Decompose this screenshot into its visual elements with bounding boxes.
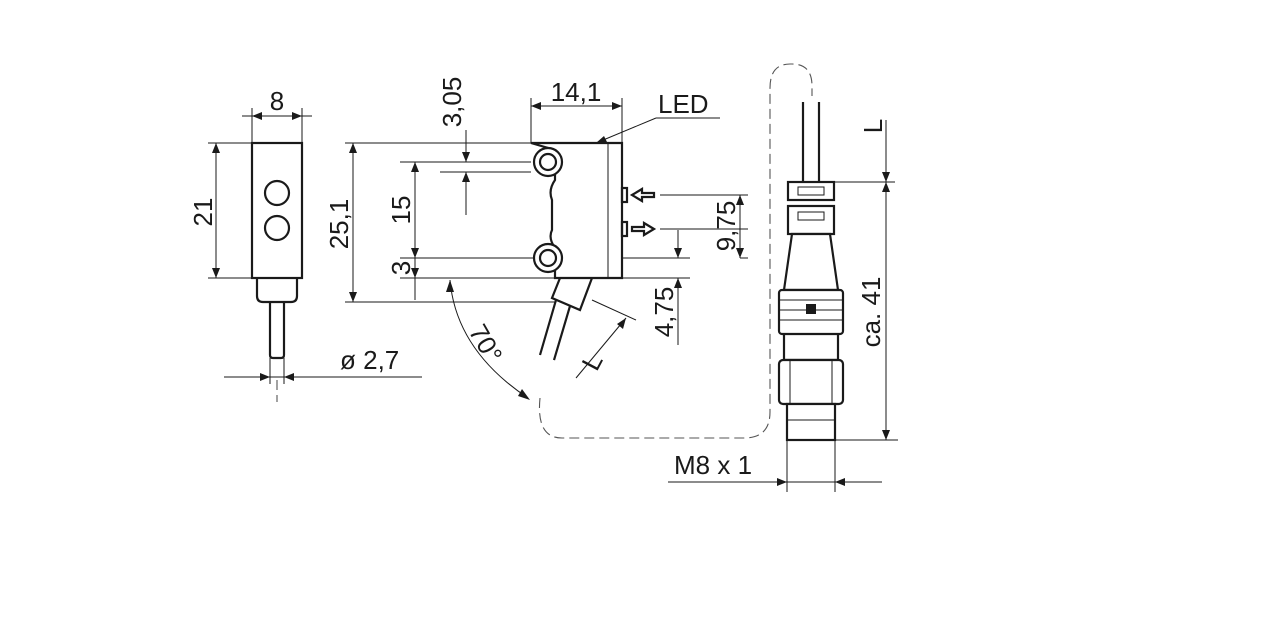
connector-marker xyxy=(806,304,816,314)
front-view: 8 21 ø 2,7 xyxy=(188,86,422,402)
dim-connector-length-41: ca. 41 xyxy=(856,277,886,348)
dim-thread-m8: M8 x 1 xyxy=(674,450,752,480)
dim-angle-70: 70° xyxy=(463,319,509,368)
dim-width-14-1: 14,1 xyxy=(551,77,602,107)
angle-arc-70 xyxy=(449,279,529,399)
front-lens-upper xyxy=(263,179,291,207)
dim-hole-spacing-15: 15 xyxy=(386,196,416,225)
dim-line-cable-L xyxy=(575,317,627,379)
emitter-arrow-icon xyxy=(630,221,657,237)
front-cable xyxy=(268,302,286,360)
mount-hole-upper-outer xyxy=(532,146,564,178)
connector-clamp-upper xyxy=(786,180,836,202)
front-housing xyxy=(250,141,304,280)
dim-cable-diameter: ø 2,7 xyxy=(340,345,399,375)
led-label: LED xyxy=(658,89,709,119)
connector-strain-relief xyxy=(782,232,840,292)
dim-hole-offset-3: 3 xyxy=(386,261,416,275)
connector-coupling-nut xyxy=(777,358,845,406)
dim-cable-length-L: L xyxy=(575,348,608,375)
connector-thread xyxy=(785,402,837,442)
dim-offset-3-05: 3,05 xyxy=(437,77,467,128)
dim-connector-L: L xyxy=(858,119,888,133)
led-leader-line xyxy=(595,117,657,144)
dim-height-21: 21 xyxy=(188,198,218,227)
mount-hole-upper-inner xyxy=(538,152,558,172)
dim-width-8: 8 xyxy=(270,86,284,116)
dim-optic-9-75: 9,75 xyxy=(711,201,741,252)
connector-variant-boundary xyxy=(538,63,813,439)
dim-offset-4-75: 4,75 xyxy=(649,287,679,338)
side-view: 14,1 LED 3,05 25,1 15 3 xyxy=(324,77,748,400)
connector-view: L ca. 41 M8 x 1 xyxy=(668,102,898,492)
side-cable xyxy=(552,305,572,361)
front-cable-gland xyxy=(255,278,299,304)
side-cable-gland xyxy=(550,277,594,312)
mount-hole-lower-inner xyxy=(538,248,558,268)
mount-hole-lower-outer xyxy=(532,242,564,274)
front-lens-lower xyxy=(263,214,291,242)
dim-height-25-1: 25,1 xyxy=(324,199,354,250)
receiver-arrow-icon xyxy=(629,187,656,203)
